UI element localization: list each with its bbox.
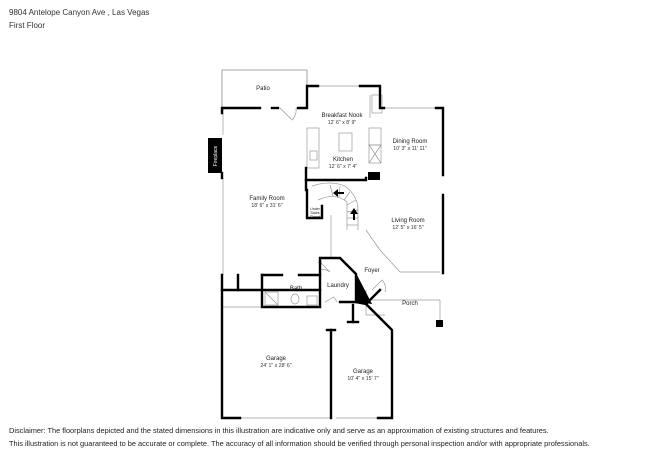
- room-porch: Porch: [402, 301, 418, 307]
- stair-arrows: [333, 189, 358, 220]
- room-living: Living Room: [391, 218, 424, 224]
- room-foyer: Foyer: [364, 268, 379, 274]
- room-garage-small: Garage: [353, 369, 374, 375]
- room-patio: Patio: [256, 86, 270, 92]
- svg-text:12' 6" x 8' 9": 12' 6" x 8' 9": [328, 120, 357, 126]
- svg-text:Under: Under: [310, 207, 321, 211]
- room-breakfast-nook: Breakfast Nook: [321, 113, 363, 119]
- floor-label: First Floor: [9, 21, 45, 30]
- room-family: Family Room: [249, 196, 284, 202]
- svg-text:18' 6" x 31' 6": 18' 6" x 31' 6": [251, 203, 282, 209]
- room-laundry: Laundry: [327, 283, 349, 289]
- svg-text:10' 4" x 15' 7": 10' 4" x 15' 7": [347, 376, 378, 382]
- disclaimer-line-1: Disclaimer: The floorplans depicted and …: [9, 426, 549, 435]
- svg-text:Stairs: Stairs: [310, 211, 319, 215]
- exterior-walls: [220, 84, 445, 420]
- room-dining: Dining Room: [393, 139, 428, 145]
- svg-text:10' 3" x 11' 11": 10' 3" x 11' 11": [393, 146, 427, 152]
- room-under-stairs-closet: Under Stairs Closet: [310, 207, 321, 219]
- svg-text:Closet: Closet: [310, 215, 320, 219]
- fireplace: Fireplace: [208, 138, 222, 173]
- room-garage-main: Garage: [266, 356, 287, 362]
- property-address: 9804 Antelope Canyon Ave , Las Vegas: [9, 8, 150, 17]
- disclaimer-line-2: This illustration is not guaranteed to b…: [9, 439, 590, 448]
- svg-text:24' 1" x 28' 6": 24' 1" x 28' 6": [260, 363, 291, 369]
- svg-text:12' 6" x 7' 4": 12' 6" x 7' 4": [329, 164, 358, 170]
- room-kitchen: Kitchen: [333, 157, 353, 163]
- room-bath: Bath: [290, 286, 302, 292]
- svg-text:12' 5" x 16' 5": 12' 5" x 16' 5": [392, 225, 423, 231]
- svg-text:Fireplace: Fireplace: [213, 146, 219, 167]
